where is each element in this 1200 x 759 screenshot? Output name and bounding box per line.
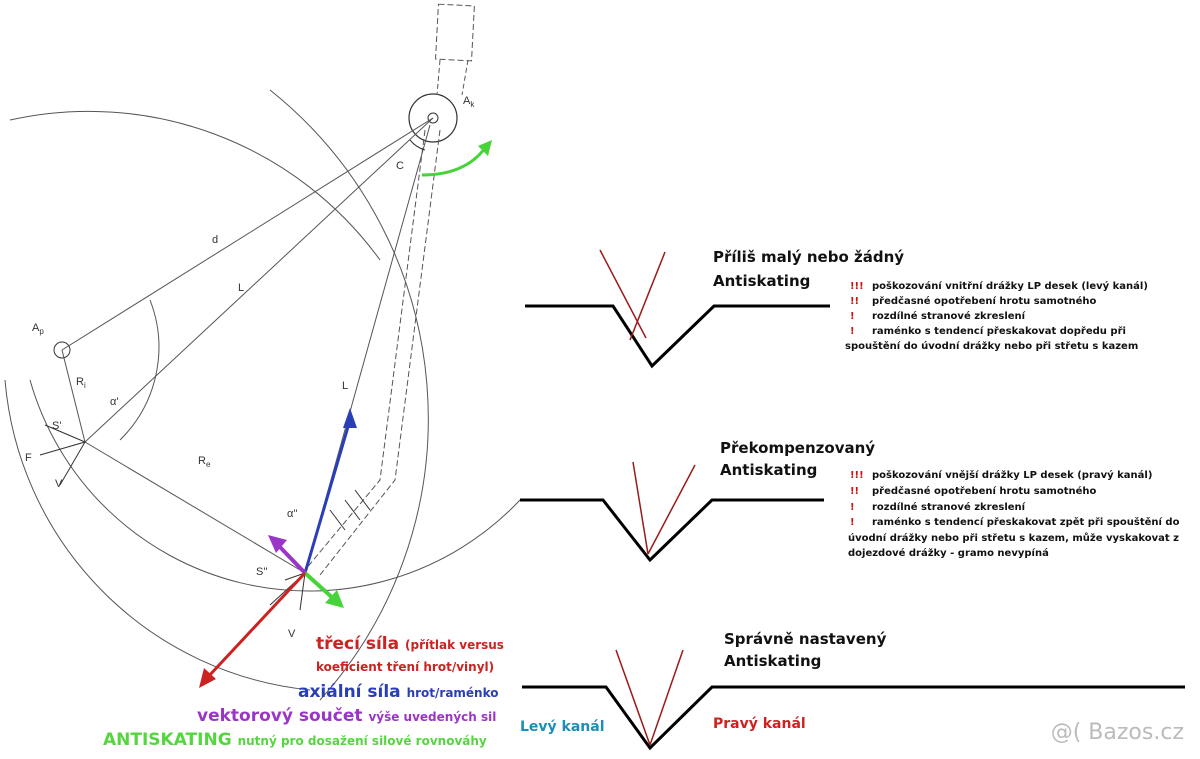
label-l: L [238, 282, 245, 294]
pivot-circle-ak [408, 93, 458, 143]
counterweight-box [435, 3, 475, 62]
record-arc-inner [29, 379, 521, 592]
watermark: @( Bazos.cz [1050, 720, 1184, 745]
panel1-item-1: !!!poškozování vnitřní drážky LP desek (… [850, 281, 1148, 292]
panel2-item-3: !rozdílné stranové zkreslení [850, 502, 1026, 513]
line-Re [84, 441, 306, 574]
legend-friction-cont: koeficient tření hrot/vinyl) [316, 660, 495, 674]
panel2-continuation-2: dojezdové drážky - gramo nevypíná [848, 548, 1049, 559]
legend-friction: třecí síla (přítlak versus [316, 634, 504, 654]
line-d [61, 117, 434, 351]
panel1-continuation: spouštění do úvodní drážky nebo při stře… [845, 341, 1139, 352]
label-ak: Ak [463, 95, 475, 110]
panel1-item-2: !!předčasné opotřebení hrotu samotného [850, 296, 1097, 307]
antiskating-arrow [303, 571, 337, 602]
legend-axial: axiální síla hrot/raménko [298, 682, 499, 702]
groove-3 [522, 685, 1185, 751]
label-s2: S'' [256, 566, 268, 578]
panel2-title: Překompenzovaný [720, 439, 876, 457]
label-alpha1: α' [110, 396, 119, 408]
panel2-item-1: !!!poškozování vnější drážky LP desek (p… [850, 470, 1153, 481]
panel2-item-4: !raménko s tendencí přeskakovat zpět při… [850, 517, 1180, 528]
panel3-subtitle: Antiskating [724, 652, 822, 670]
panel1-item-4: !raménko s tendencí přeskakovat dopředu … [850, 326, 1126, 337]
label-d: d [212, 234, 219, 246]
label-re: Re [198, 455, 211, 470]
label-v2: V [288, 628, 296, 640]
panel1-subtitle: Antiskating [713, 272, 811, 290]
panel2-continuation-1: úvodní drážky nebo při střetu s kazem, m… [848, 533, 1179, 544]
panel1-title: Příliš malý nebo žádný [713, 248, 905, 266]
panel2-item-2: !!předčasné opotřebení hrotu samotného [850, 486, 1097, 497]
axial-force-arrow [303, 419, 352, 574]
label-c: C [396, 160, 404, 172]
left-channel-label: Levý kanál [520, 719, 605, 735]
groove-1 [525, 304, 830, 369]
panel1-item-3: !rozdílné stranové zkreslení [850, 311, 1026, 322]
groove-2 [520, 498, 824, 563]
vector-sum-arrow [276, 543, 307, 575]
label-l-axial: L [342, 380, 349, 392]
right-channel-label: Pravý kanál [713, 716, 806, 732]
label-s1: S' [52, 420, 62, 432]
rotation-arrow [421, 147, 487, 177]
panel3-title: Správně nastavený [724, 630, 887, 648]
label-ap: Ap [32, 322, 44, 337]
legend-antiskating: ANTISKATING nutný pro dosažení silové ro… [103, 730, 487, 750]
legend-vector: vektorový součet výše uvedených sil [197, 706, 497, 726]
friction-force-arrow [205, 571, 307, 680]
label-f: F [25, 452, 32, 464]
record-arc-mid [9, 110, 381, 261]
panel2-subtitle: Antiskating [720, 461, 818, 479]
label-arc [4, 379, 311, 691]
record-arc-outer [269, 89, 429, 701]
label-v1: V [55, 478, 63, 490]
label-ri: Ri [76, 376, 86, 391]
pivot-circle-ap [53, 341, 71, 359]
small-arc [119, 299, 160, 441]
label-alpha2: α'' [287, 508, 298, 520]
line-L [84, 117, 434, 443]
